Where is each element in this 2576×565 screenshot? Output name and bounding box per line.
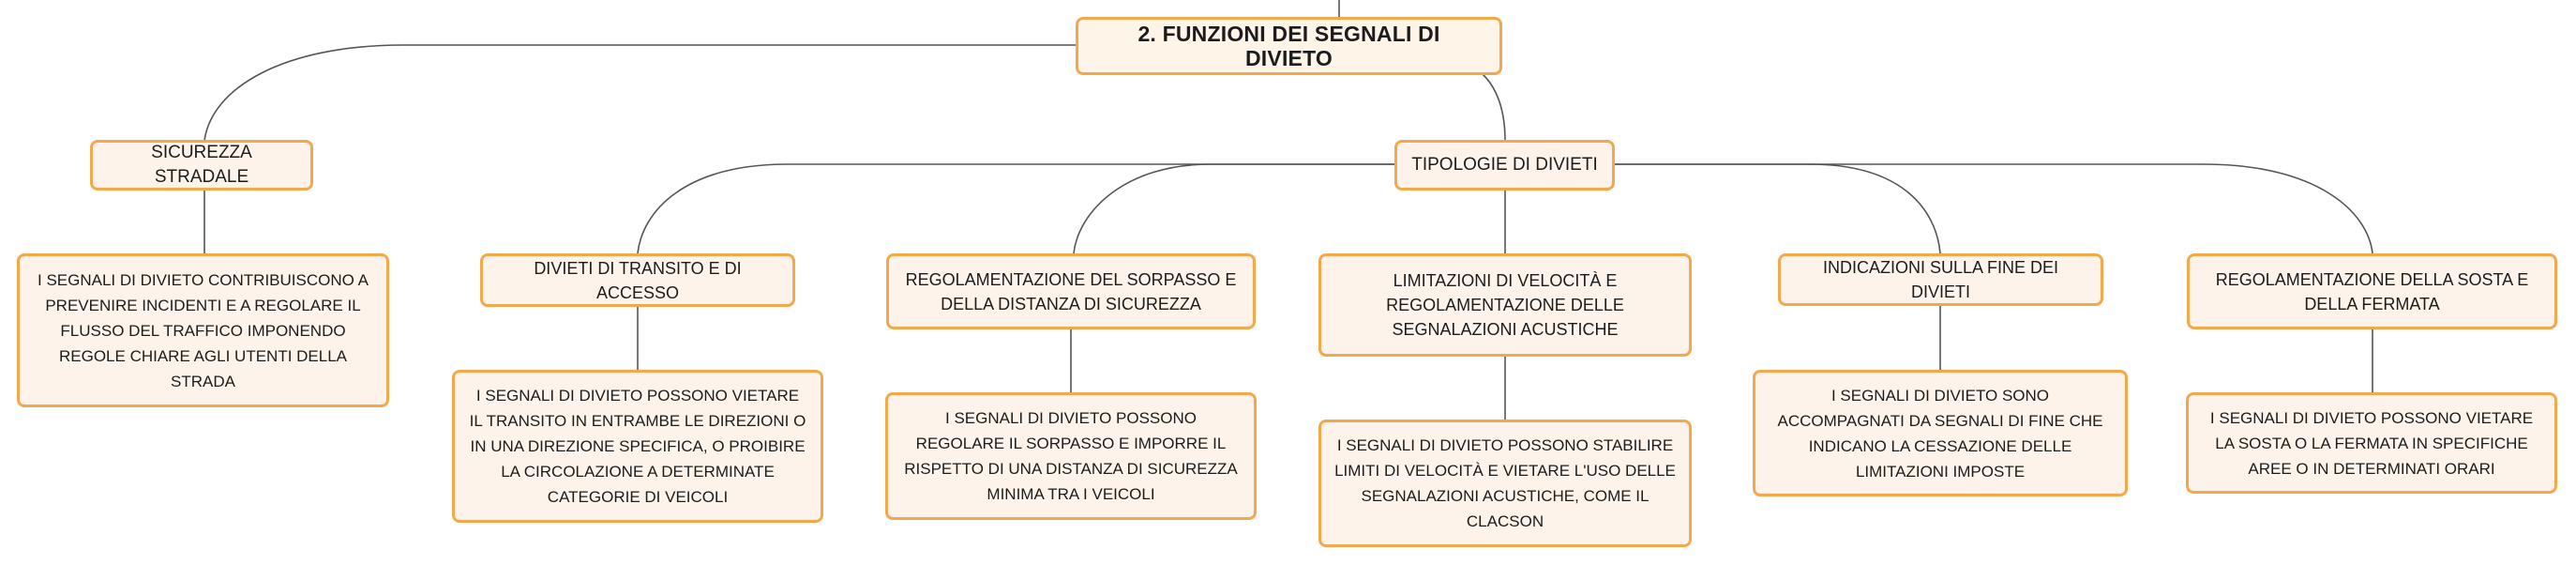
- connector-tipologie-type-2: [1073, 163, 1397, 254]
- root-topic[interactable]: 2. FUNZIONI DEI SEGNALI DI DIVIETO: [1076, 17, 1502, 75]
- connector-tipologie-type-1: [637, 163, 1397, 254]
- connector-root-tipologie: [1481, 72, 1506, 142]
- type-sorpasso-distanza-description[interactable]: I SEGNALI DI DIVIETO POSSONO REGOLARE IL…: [885, 392, 1257, 520]
- type-fine-divieti-description[interactable]: I SEGNALI DI DIVIETO SONO ACCOMPAGNATI D…: [1753, 370, 2128, 496]
- type-divieti-transito-accesso[interactable]: DIVIETI DI TRANSITO E DI ACCESSO: [480, 253, 795, 307]
- branch-sicurezza-stradale[interactable]: SICUREZZA STRADALE: [90, 140, 313, 191]
- sicurezza-description[interactable]: I SEGNALI DI DIVIETO CONTRIBUISCONO A PR…: [17, 253, 389, 407]
- type-sorpasso-distanza[interactable]: REGOLAMENTAZIONE DEL SORPASSO E DELLA DI…: [886, 253, 1256, 329]
- branch-tipologie-di-divieti[interactable]: TIPOLOGIE DI DIVIETI: [1394, 140, 1615, 191]
- connector-root-sicurezza: [203, 44, 1078, 142]
- connector-tipologie-type-5: [1613, 163, 2373, 254]
- connector-tipologie-type-4: [1613, 163, 1941, 254]
- type-velocita-acustiche-description[interactable]: I SEGNALI DI DIVIETO POSSONO STABILIRE L…: [1318, 420, 1692, 547]
- type-velocita-acustiche[interactable]: LIMITAZIONI DI VELOCITÀ E REGOLAMENTAZIO…: [1318, 253, 1692, 357]
- type-sosta-fermata[interactable]: REGOLAMENTAZIONE DELLA SOSTA E DELLA FER…: [2187, 253, 2557, 329]
- type-sosta-fermata-description[interactable]: I SEGNALI DI DIVIETO POSSONO VIETARE LA …: [2186, 392, 2557, 494]
- type-divieti-transito-accesso-description[interactable]: I SEGNALI DI DIVIETO POSSONO VIETARE IL …: [452, 370, 823, 523]
- type-fine-divieti[interactable]: INDICAZIONI SULLA FINE DEI DIVIETI: [1778, 253, 2103, 306]
